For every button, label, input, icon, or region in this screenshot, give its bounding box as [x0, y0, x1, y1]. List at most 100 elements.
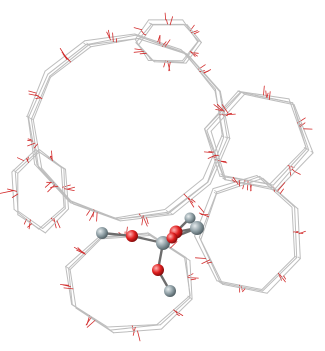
framework-cross-link	[165, 211, 169, 215]
framework-oxygen-stub	[76, 249, 86, 255]
framework-oxygen-stub	[213, 154, 219, 157]
oxygen-atom	[152, 264, 164, 276]
framework-oxygen-stub	[216, 103, 225, 112]
framework-oxygen-stub	[139, 52, 147, 55]
framework-oxygen-stub	[190, 51, 198, 57]
carbon-atom	[164, 285, 176, 297]
carbon-atom	[156, 236, 170, 250]
framework-cross-link	[148, 233, 152, 236]
framework-oxygen-stub	[203, 69, 212, 74]
framework-oxygen-stub	[191, 198, 196, 203]
framework-oxygen-stub	[231, 179, 236, 183]
framework-oxygen-stub	[176, 313, 180, 317]
framework-oxygen-stub	[193, 31, 200, 35]
framework-cross-link	[150, 22, 154, 26]
framework-oxygen-stub	[190, 30, 198, 34]
framework-oxygen-stub	[174, 310, 178, 314]
framework-oxygen-stub	[27, 139, 34, 142]
framework-oxygen-stub	[27, 223, 33, 228]
framework-oxygen-stub	[28, 219, 31, 230]
framework-cross-link	[12, 169, 16, 173]
framework-cross-link	[223, 177, 227, 181]
carbon-atom	[184, 212, 196, 224]
framework-oxygen-stub	[187, 197, 195, 208]
framework-oxygen-stub	[298, 230, 306, 235]
oxygen-atom	[126, 230, 138, 242]
framework-oxygen-stub	[108, 29, 111, 38]
main-channel-ring	[25, 29, 236, 227]
framework-cross-link	[214, 189, 218, 193]
framework-cross-link	[149, 58, 153, 61]
framework-oxygen-stub	[63, 287, 74, 290]
framework-cross-link	[241, 92, 245, 95]
framework-oxygen-stub	[26, 158, 29, 164]
carbon-atom	[96, 227, 108, 239]
framework-cross-link	[15, 171, 19, 174]
bottom-cage-ring	[60, 226, 199, 342]
framework-oxygen-stub	[35, 97, 41, 99]
framework-cross-link	[68, 200, 72, 204]
framework-oxygen-stub	[163, 60, 166, 68]
framework-cross-link	[83, 42, 87, 46]
framework-oxygen-stub	[50, 155, 53, 160]
framework-cross-link	[71, 202, 75, 205]
framework-cross-link	[28, 117, 32, 120]
framework-oxygen-stub	[27, 138, 32, 141]
framework-oxygen-stub	[33, 143, 38, 149]
framework-oxygen-stub	[268, 91, 271, 100]
framework-cross-link	[213, 191, 217, 195]
framework-oxygen-stub	[44, 181, 52, 188]
framework-oxygen-stub	[50, 185, 59, 188]
framework-cross-link	[62, 167, 66, 170]
framework-oxygen-stub	[28, 90, 37, 94]
framework-oxygen-stub	[203, 151, 213, 154]
framework-oxygen-stub	[250, 184, 252, 192]
framework-cross-link	[170, 212, 174, 215]
framework-oxygen-stub	[62, 284, 71, 288]
framework-oxygen-stub	[56, 220, 61, 229]
framework-cross-link	[88, 44, 92, 48]
framework-oxygen-stub	[133, 27, 143, 31]
framework-oxygen-stub	[35, 94, 43, 99]
framework-cross-link	[217, 280, 221, 284]
framework-oxygen-stub	[194, 257, 207, 259]
framework-cross-link	[220, 173, 224, 176]
framework-oxygen-stub	[208, 151, 215, 153]
framework-cross-link	[222, 177, 226, 181]
zeolite-framework	[0, 12, 314, 342]
framework-oxygen-stub	[246, 179, 249, 191]
framework-cross-link	[25, 115, 29, 119]
framework-oxygen-stub	[27, 142, 36, 147]
carbon-atom	[190, 221, 204, 235]
left-cage-ring	[0, 149, 75, 234]
framework-oxygen-stub	[168, 62, 171, 72]
framework-oxygen-stub	[64, 188, 75, 192]
framework-oxygen-stub	[89, 210, 95, 221]
framework-cross-link	[220, 282, 224, 285]
framework-oxygen-stub	[198, 212, 210, 218]
framework-cross-link	[111, 330, 115, 334]
framework-oxygen-stub	[198, 205, 205, 213]
framework-oxygen-stub	[224, 113, 236, 116]
framework-cross-link	[238, 90, 242, 93]
framework-oxygen-stub	[51, 150, 53, 162]
adsorbed-molecule	[96, 212, 204, 297]
framework-oxygen-stub	[7, 188, 18, 192]
framework-oxygen-stub	[106, 31, 111, 41]
framework-oxygen-stub	[215, 109, 223, 111]
framework-oxygen-stub	[141, 30, 145, 34]
framework-cross-link	[86, 42, 90, 46]
framework-cross-link	[291, 204, 296, 208]
framework-oxygen-stub	[112, 32, 114, 42]
framework-oxygen-stub	[16, 157, 25, 162]
framework-cross-link	[181, 50, 185, 53]
framework-cross-link	[30, 117, 34, 121]
oxygen-atom	[166, 232, 178, 244]
framework-oxygen-stub	[190, 278, 197, 281]
framework-oxygen-stub	[276, 182, 286, 193]
framework-oxygen-stub	[187, 277, 199, 279]
framework-oxygen-stub	[64, 56, 72, 63]
framework-oxygen-stub	[193, 52, 199, 54]
framework-cross-link	[67, 267, 71, 271]
